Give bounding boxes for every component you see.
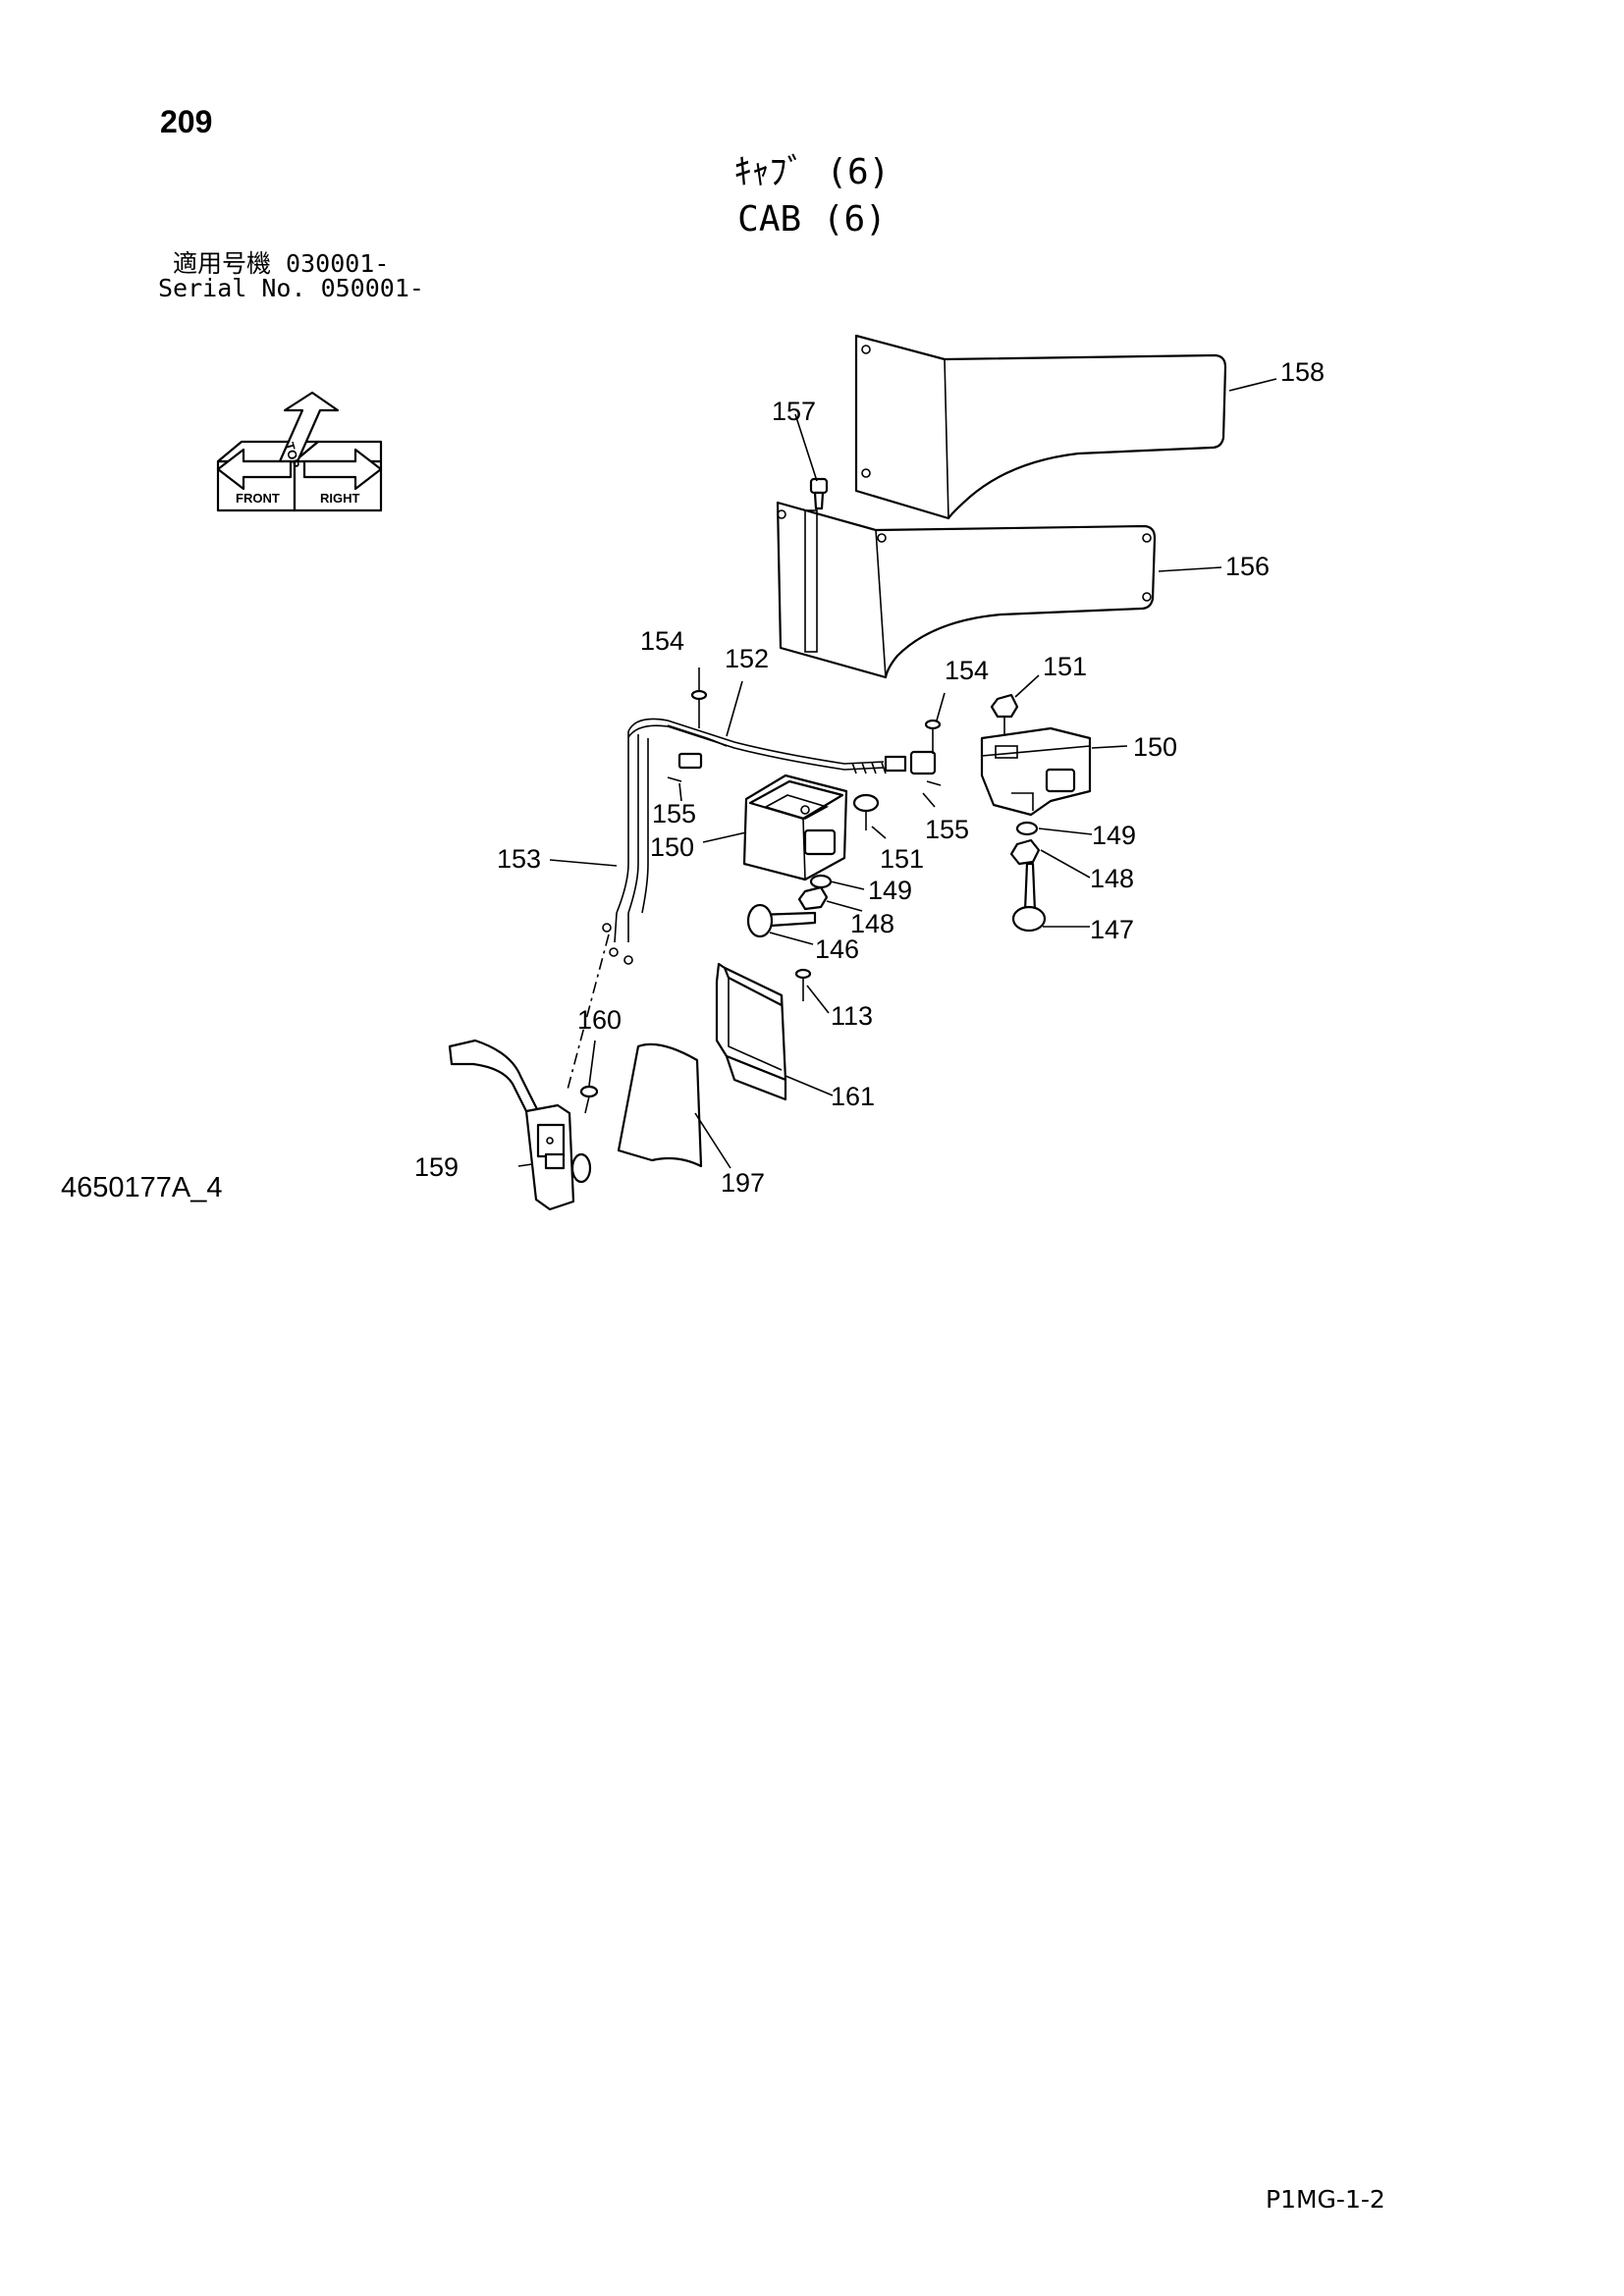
part-150-bracket-center: [742, 774, 848, 881]
callout-160: 160: [577, 1005, 622, 1035]
serial-range: Serial No. 050001-: [158, 274, 424, 302]
callout-148-center: 148: [850, 909, 894, 938]
part-113-screw: [794, 968, 812, 1001]
part-146-knob: [746, 903, 817, 938]
callout-149-right: 149: [1092, 821, 1136, 850]
leader-lines: [517, 378, 1277, 1169]
part-153-cable: [602, 731, 649, 965]
orientation-label-front: FRONT: [236, 491, 280, 506]
leader-dashed-line: [567, 934, 610, 1091]
part-155-pin-left: [667, 752, 703, 782]
part-152-cable: [627, 718, 937, 775]
part-161-bracket: [715, 962, 787, 1101]
part-155-pin-right: [926, 780, 942, 786]
callout-146: 146: [815, 934, 859, 964]
callout-197: 197: [721, 1168, 765, 1198]
part-157-bolt: [809, 477, 829, 510]
callout-150-center: 150: [650, 832, 694, 862]
callout-156: 156: [1225, 552, 1270, 581]
part-197-label: [617, 1042, 703, 1168]
page-title: CAB (6): [737, 199, 887, 240]
part-159-lever-assembly: [448, 1039, 592, 1211]
page-number: 209: [160, 104, 213, 139]
callout-154-right: 154: [945, 656, 989, 685]
callout-161: 161: [831, 1082, 875, 1111]
part-150-bracket-right: [980, 726, 1092, 817]
part-147-knob: [1011, 862, 1047, 933]
orientation-label-top: TOP: [282, 441, 302, 470]
orientation-label-right: RIGHT: [320, 491, 360, 506]
serial-range-japanese: 適用号機 030001-: [173, 249, 390, 278]
callout-157: 157: [772, 397, 816, 426]
part-154-screw-right: [924, 719, 942, 754]
callout-147: 147: [1090, 915, 1134, 944]
part-151-bolt-center: [852, 793, 880, 830]
orientation-icon: FRONT TOP RIGHT: [216, 391, 383, 512]
part-151-bolt-right: [990, 693, 1019, 734]
callout-150-right: 150: [1133, 732, 1177, 762]
page-title-japanese: ｷｬﾌﾞ (6): [733, 152, 891, 192]
part-149-washer-right: [1015, 821, 1039, 836]
part-156-panel: [776, 501, 1157, 679]
part-160-bolt: [579, 1085, 599, 1114]
callout-151-right: 151: [1043, 652, 1087, 681]
callout-151-center: 151: [880, 844, 924, 874]
callout-148-right: 148: [1090, 864, 1134, 893]
page-code: P1MG-1-2: [1266, 2185, 1385, 2214]
callout-155-left: 155: [652, 799, 696, 828]
part-149-washer-center: [809, 874, 833, 889]
callout-153: 153: [497, 844, 541, 874]
callout-158: 158: [1280, 357, 1325, 387]
callout-152: 152: [725, 644, 769, 673]
drawing-number: 4650177A_4: [61, 1172, 223, 1203]
part-158-cover: [854, 334, 1227, 520]
part-148-nut-center: [797, 885, 829, 911]
callout-113: 113: [831, 1001, 873, 1031]
part-148-nut-right: [1009, 838, 1041, 866]
callout-155-right: 155: [925, 815, 969, 844]
callout-149-center: 149: [868, 876, 912, 905]
part-154-screw-left: [690, 689, 708, 728]
callout-159: 159: [414, 1152, 459, 1182]
callout-154-left: 154: [640, 626, 684, 656]
